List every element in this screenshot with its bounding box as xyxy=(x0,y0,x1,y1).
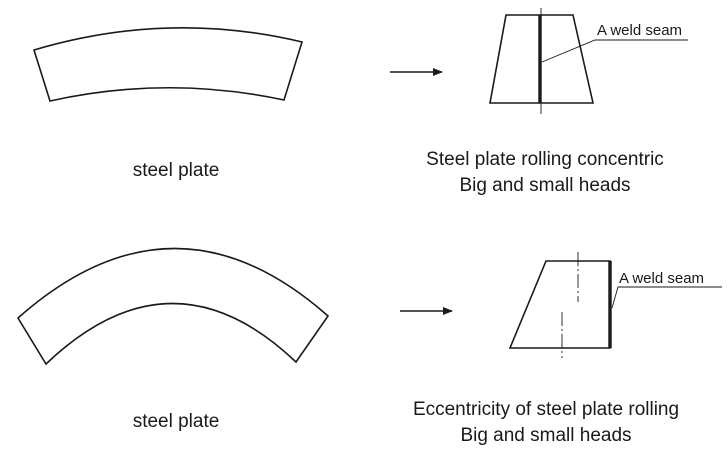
top-rolled-cone-shape xyxy=(489,14,595,104)
top-result-caption-line1: Steel plate rolling concentric xyxy=(426,149,664,170)
bottom-result-caption-line1: Eccentricity of steel plate rolling xyxy=(413,399,679,420)
top-steel-plate-shape xyxy=(32,27,304,102)
top-result-caption-line2: Big and small heads xyxy=(459,175,630,196)
top-plate-caption: steel plate xyxy=(133,160,220,181)
bottom-steel-plate-shape xyxy=(16,247,330,366)
top-row: A weld seam steel plate Steel plate roll… xyxy=(32,8,688,196)
bottom-rolled-cone-shape xyxy=(508,260,611,349)
top-seam-leader-line xyxy=(541,39,688,63)
bottom-plate-caption: steel plate xyxy=(133,411,220,432)
bottom-result-caption-line2: Big and small heads xyxy=(460,425,631,446)
bottom-seam-leader-line xyxy=(611,286,722,309)
top-seam-label: A weld seam xyxy=(597,22,682,39)
bottom-seam-label: A weld seam xyxy=(619,270,704,287)
bottom-row: A weld seam steel plate Eccentricity of … xyxy=(16,247,722,446)
